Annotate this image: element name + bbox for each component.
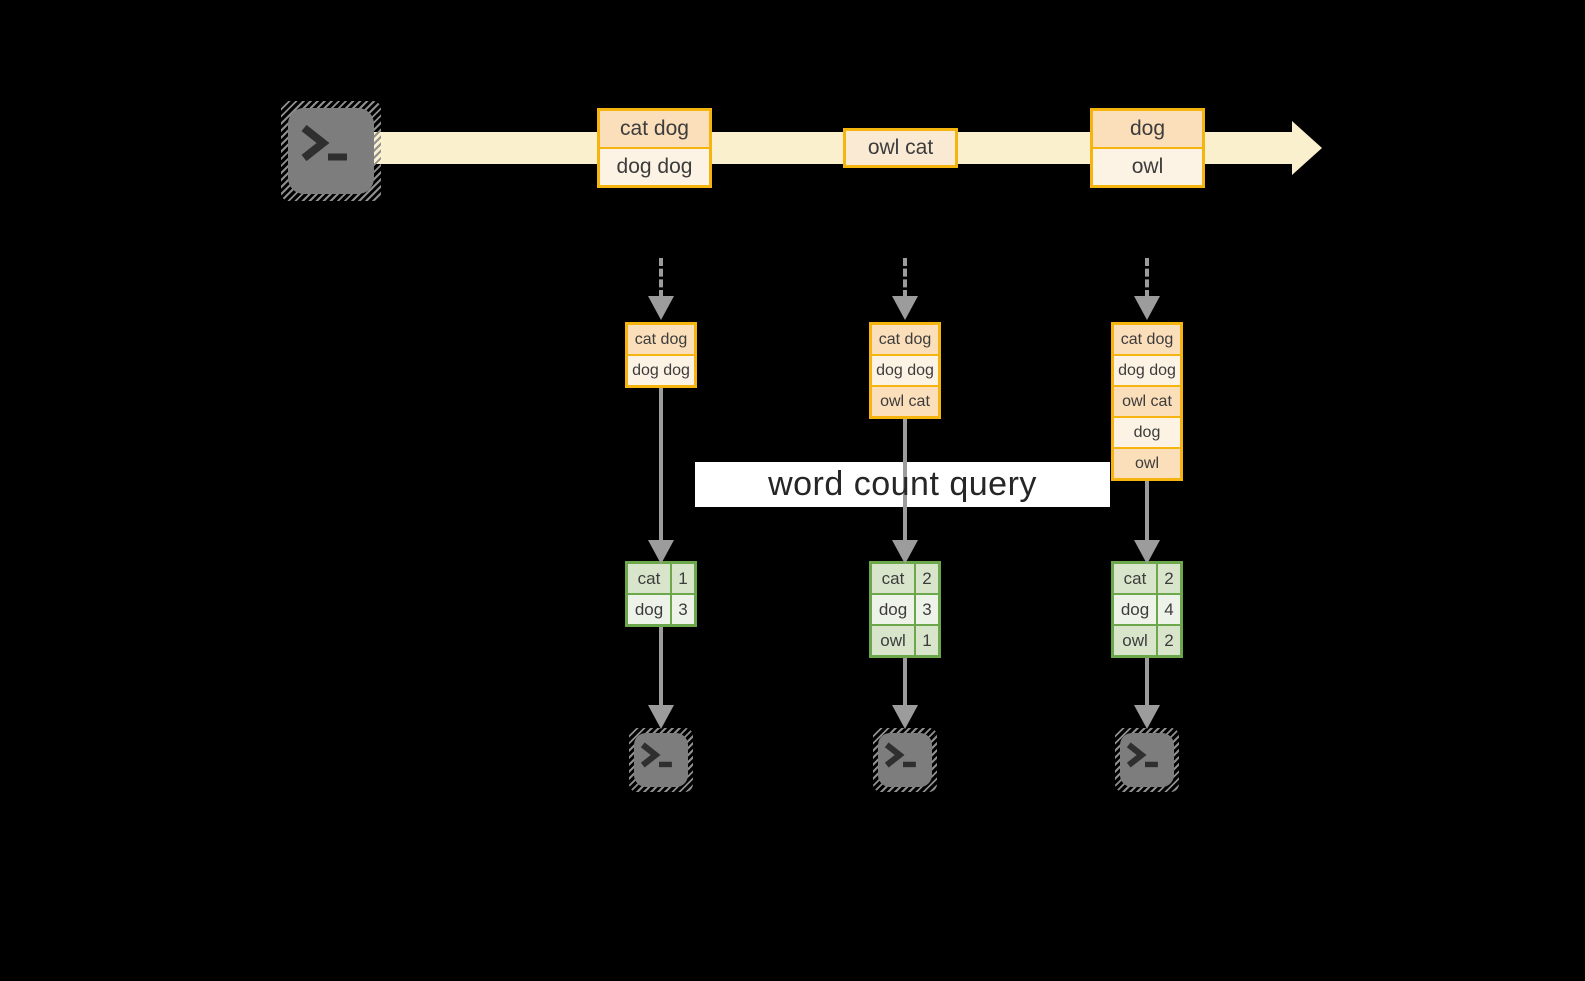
buffer-row: dog	[1114, 418, 1180, 447]
stream-record-line: owl cat	[846, 131, 955, 165]
sink-terminal-icon	[1115, 728, 1179, 792]
dashed-arrow-head-icon	[648, 296, 674, 320]
buffer-row: owl	[1114, 449, 1180, 478]
buffered-records-3: cat dog dog dog owl cat dog owl	[1111, 322, 1183, 481]
count-value-cell: 3	[916, 595, 938, 624]
stream-record-line: dog	[1093, 111, 1202, 147]
terminal-body	[288, 108, 374, 194]
dashed-arrow-line	[659, 258, 663, 298]
count-table-2: cat 2 dog 3 owl 1	[869, 561, 941, 658]
sink-terminal-icon	[629, 728, 693, 792]
buffer-row: cat dog	[1114, 325, 1180, 354]
query-arrow-head-icon	[892, 540, 918, 564]
terminal-prompt-icon	[884, 742, 916, 768]
stream-arrow-head	[1292, 121, 1322, 175]
count-word-cell: cat	[628, 564, 670, 593]
sink-arrow-line	[1145, 658, 1149, 708]
stream-record-line: dog dog	[600, 149, 709, 185]
count-value-cell: 4	[1158, 595, 1180, 624]
buffer-row: cat dog	[628, 325, 694, 354]
sink-terminal-icon	[873, 728, 937, 792]
buffer-row: dog dog	[872, 356, 938, 385]
terminal-prompt-icon	[301, 124, 347, 162]
count-word-cell: cat	[872, 564, 914, 593]
buffer-row: dog dog	[628, 356, 694, 385]
query-arrow-line	[903, 419, 907, 542]
stream-record-2: owl cat	[843, 128, 958, 168]
stream-record-line: owl	[1093, 149, 1202, 185]
buffer-row: owl cat	[872, 387, 938, 416]
buffered-records-1: cat dog dog dog	[625, 322, 697, 388]
count-table-1: cat 1 dog 3	[625, 561, 697, 627]
terminal-prompt-icon	[640, 742, 672, 768]
terminal-body	[1120, 733, 1174, 787]
sink-arrow-line	[903, 658, 907, 708]
query-arrow-head-icon	[1134, 540, 1160, 564]
count-word-cell: owl	[872, 626, 914, 655]
count-word-cell: cat	[1114, 564, 1156, 593]
stream-record-3: dog owl	[1090, 108, 1205, 188]
count-word-cell: owl	[1114, 626, 1156, 655]
sink-arrow-line	[659, 627, 663, 708]
count-value-cell: 2	[916, 564, 938, 593]
query-arrow-line	[659, 388, 663, 542]
query-banner-background	[695, 462, 1110, 507]
buffer-row: cat dog	[872, 325, 938, 354]
query-banner-label: word count query	[768, 464, 1037, 503]
query-arrow-line	[1145, 481, 1149, 542]
buffer-row: dog dog	[1114, 356, 1180, 385]
count-value-cell: 2	[1158, 564, 1180, 593]
terminal-body	[878, 733, 932, 787]
dashed-arrow-line	[903, 258, 907, 298]
sink-arrow-head-icon	[648, 705, 674, 729]
source-terminal-icon	[281, 101, 381, 201]
count-word-cell: dog	[1114, 595, 1156, 624]
count-value-cell: 1	[916, 626, 938, 655]
count-table-3: cat 2 dog 4 owl 2	[1111, 561, 1183, 658]
dashed-arrow-head-icon	[892, 296, 918, 320]
count-value-cell: 3	[672, 595, 694, 624]
buffer-row: owl cat	[1114, 387, 1180, 416]
dashed-arrow-line	[1145, 258, 1149, 298]
count-value-cell: 1	[672, 564, 694, 593]
buffered-records-2: cat dog dog dog owl cat	[869, 322, 941, 419]
stream-record-line: cat dog	[600, 111, 709, 147]
count-word-cell: dog	[872, 595, 914, 624]
count-value-cell: 2	[1158, 626, 1180, 655]
stream-record-1: cat dog dog dog	[597, 108, 712, 188]
sink-arrow-head-icon	[892, 705, 918, 729]
sink-arrow-head-icon	[1134, 705, 1160, 729]
count-word-cell: dog	[628, 595, 670, 624]
terminal-body	[634, 733, 688, 787]
query-arrow-head-icon	[648, 540, 674, 564]
dashed-arrow-head-icon	[1134, 296, 1160, 320]
terminal-prompt-icon	[1126, 742, 1158, 768]
